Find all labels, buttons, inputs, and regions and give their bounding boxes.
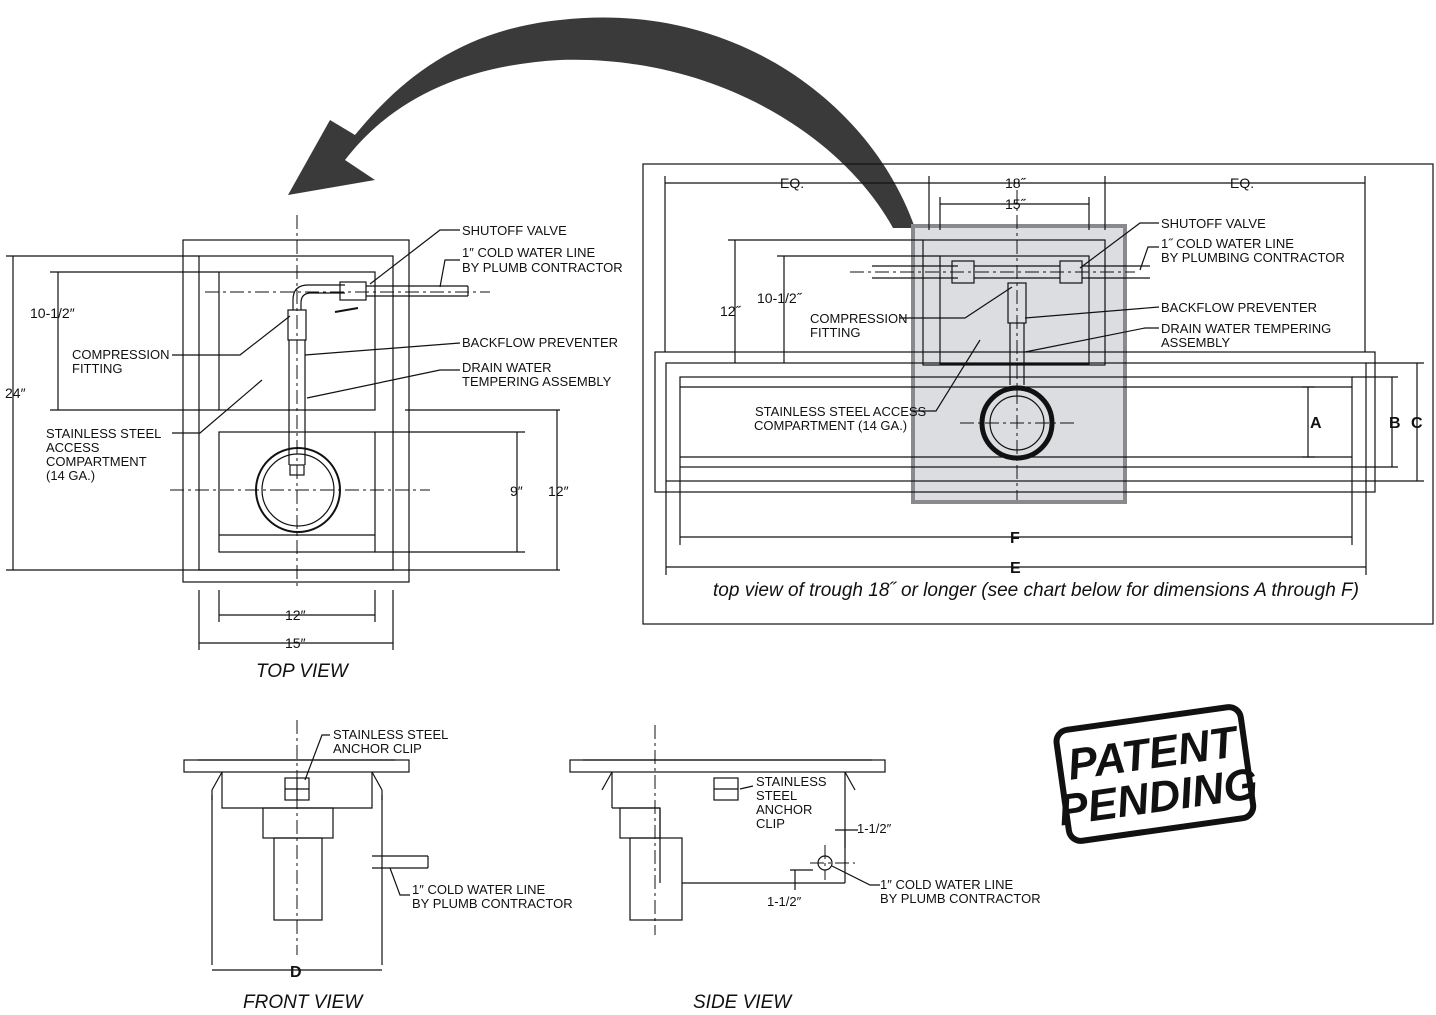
- trough-dim-b: B: [1389, 415, 1401, 432]
- top-view-labels: SHUTOFF VALVE 1″ COLD WATER LINE BY PLUM…: [5, 223, 623, 682]
- label-drain-water-2: TEMPERING ASSEMBLY: [462, 374, 612, 389]
- dim-12-vertical: 12″: [548, 483, 569, 499]
- trough-dim-12: 12˝: [720, 303, 742, 319]
- trough-dim-10-5: 10-1/2˝: [757, 290, 803, 306]
- front-view-labels: STAINLESS STEEL ANCHOR CLIP 1″ COLD WATE…: [243, 727, 573, 1013]
- label-compression-fitting: COMPRESSION: [72, 347, 170, 362]
- dim-15: 15″: [285, 635, 306, 651]
- curved-arrow-icon: [288, 17, 915, 228]
- side-label-cold-water: 1″ COLD WATER LINE: [880, 877, 1014, 892]
- side-view-labels: STAINLESS STEEL ANCHOR CLIP 1-1/2″ 1-1/2…: [693, 774, 1041, 1013]
- trough-label-cold-water-line-2: BY PLUMBING CONTRACTOR: [1161, 250, 1345, 265]
- label-stainless-access-2: ACCESS: [46, 440, 100, 455]
- label-stainless-access-3: COMPARTMENT: [46, 454, 147, 469]
- front-label-cold-water-2: BY PLUMB CONTRACTOR: [412, 896, 573, 911]
- top-view-drawing: [6, 215, 560, 650]
- dim-9: 9″: [510, 483, 523, 499]
- side-dim-1-5-bottom: 1-1/2″: [767, 894, 802, 909]
- trough-label-drain-water: DRAIN WATER TEMPERING: [1161, 321, 1331, 336]
- caption-top-view: TOP VIEW: [256, 661, 350, 682]
- side-label-anchor-clip-2: STEEL: [756, 788, 797, 803]
- caption-side-view: SIDE VIEW: [693, 992, 793, 1013]
- trough-label-stainless-access: STAINLESS STEEL ACCESS: [755, 404, 927, 419]
- label-stainless-access-4: (14 GA.): [46, 468, 95, 483]
- trough-label-compression-fitting: COMPRESSION: [810, 311, 908, 326]
- dim-12-horizontal: 12″: [285, 607, 306, 623]
- trough-dim-18: 18˝: [1005, 175, 1027, 191]
- side-label-anchor-clip: STAINLESS: [756, 774, 827, 789]
- front-view-drawing: [183, 720, 429, 971]
- label-stainless-access: STAINLESS STEEL: [46, 426, 161, 441]
- side-label-anchor-clip-4: CLIP: [756, 816, 785, 831]
- side-label-anchor-clip-3: ANCHOR: [756, 802, 812, 817]
- trough-dim-a: A: [1310, 415, 1322, 432]
- side-label-cold-water-2: BY PLUMB CONTRACTOR: [880, 891, 1041, 906]
- dim-10-5: 10-1/2″: [30, 305, 75, 321]
- label-shutoff-valve: SHUTOFF VALVE: [462, 223, 567, 238]
- trough-dim-f: F: [1010, 530, 1020, 547]
- front-dim-d: D: [290, 964, 302, 981]
- trough-label-shutoff-valve: SHUTOFF VALVE: [1161, 216, 1266, 231]
- trough-dim-c: C: [1411, 415, 1423, 432]
- label-cold-water-line-2: BY PLUMB CONTRACTOR: [462, 260, 623, 275]
- trough-label-backflow-preventer: BACKFLOW PREVENTER: [1161, 300, 1317, 315]
- label-compression-fitting-2: FITTING: [72, 361, 123, 376]
- side-dim-1-5-top: 1-1/2″: [857, 821, 892, 836]
- label-drain-water: DRAIN WATER: [462, 360, 552, 375]
- front-label-anchor-clip: STAINLESS STEEL: [333, 727, 448, 742]
- trough-dim-eq-left: EQ.: [780, 175, 804, 191]
- trough-view-labels: SHUTOFF VALVE 1˝ COLD WATER LINE BY PLUM…: [713, 175, 1423, 601]
- dim-24: 24″: [5, 385, 26, 401]
- patent-pending-badge: PATENT PENDING: [1053, 704, 1261, 844]
- trough-dim-eq-right: EQ.: [1230, 175, 1254, 191]
- trough-dim-15: 15˝: [1005, 196, 1027, 212]
- trough-label-compression-fitting-2: FITTING: [810, 325, 861, 340]
- trough-dim-e: E: [1010, 560, 1021, 577]
- label-backflow-preventer: BACKFLOW PREVENTER: [462, 335, 618, 350]
- trough-label-cold-water-line: 1˝ COLD WATER LINE: [1161, 236, 1294, 251]
- front-label-anchor-clip-2: ANCHOR CLIP: [333, 741, 422, 756]
- trough-label-drain-water-2: ASSEMBLY: [1161, 335, 1230, 350]
- trough-label-stainless-access-2: COMPARTMENT (14 GA.): [754, 418, 907, 433]
- side-view-drawing: [569, 725, 886, 935]
- caption-trough-view: top view of trough 18˝ or longer (see ch…: [713, 580, 1359, 601]
- front-label-cold-water: 1″ COLD WATER LINE: [412, 882, 546, 897]
- trough-view-drawing: [642, 163, 1434, 625]
- caption-front-view: FRONT VIEW: [243, 992, 364, 1013]
- label-cold-water-line: 1″ COLD WATER LINE: [462, 245, 596, 260]
